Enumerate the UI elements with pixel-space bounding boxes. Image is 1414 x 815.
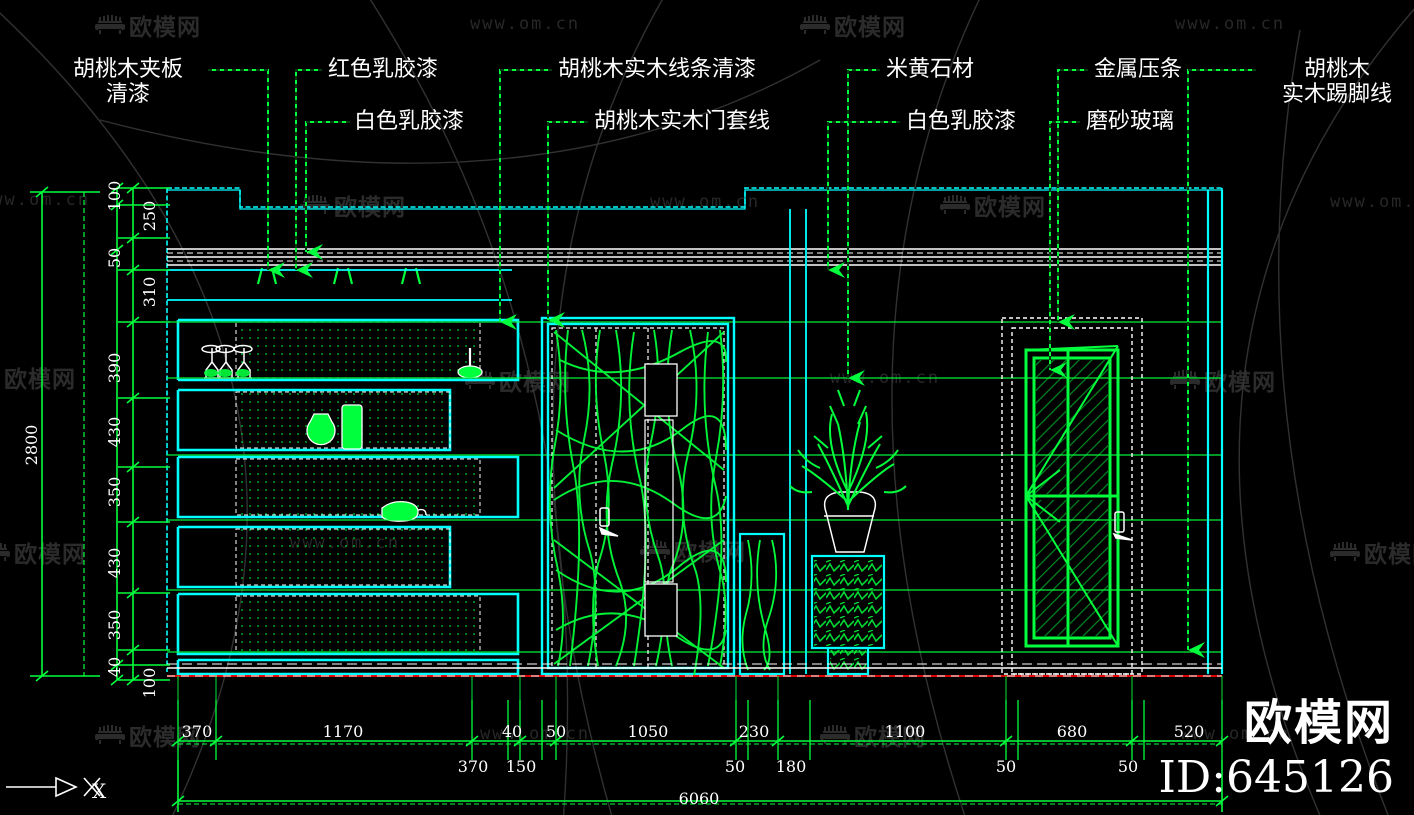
- leader-white-latex-left-inner: [305, 121, 350, 252]
- right-door-frame: [1024, 348, 1120, 648]
- decor-candle-right-shelf: [457, 348, 483, 379]
- dim-text-h-lower-4: 50: [995, 757, 1017, 776]
- x-axis-cross: [83, 777, 101, 797]
- right-wall-trim: [1206, 190, 1224, 674]
- leader-beige-stone: [847, 69, 880, 386]
- dim-text-h-upper-0: 370: [181, 722, 213, 741]
- center-panel-handle: [598, 507, 619, 537]
- annotation-leaders: [208, 69, 1256, 658]
- material-label-beige-stone: 米黄石材: [886, 57, 975, 82]
- right-door-handle: [1112, 511, 1133, 541]
- dim-text-h-upper-3: 50: [545, 722, 567, 741]
- model-id-text: ID:645126: [1158, 752, 1394, 803]
- dim-text-h-upper-6: 1100: [884, 722, 926, 741]
- left-shelving-unit: [176, 318, 520, 676]
- leader-door-casing: [547, 121, 588, 328]
- dim-text-h-upper-8: 520: [1173, 722, 1205, 741]
- dim-text-v2-0: 250: [140, 200, 159, 232]
- material-label-metal-trim-strip: 金属压条: [1094, 57, 1183, 82]
- leader-walnut-plywood: [208, 69, 285, 278]
- leader-walnut-plywood-inner: [208, 69, 269, 270]
- dim-text-v1-2: 390: [105, 352, 124, 384]
- stone-pedestal: [810, 554, 886, 676]
- dim-vertical-outer: [30, 186, 100, 682]
- leader-metal-trim-inner: [1057, 69, 1088, 322]
- material-label-white-latex-paint-left: 白色乳胶漆: [354, 109, 465, 134]
- dim-text-h-upper-2: 40: [501, 722, 523, 741]
- dim-extension-lines: [177, 676, 1223, 700]
- dim-text-h-upper-1: 1170: [322, 722, 364, 741]
- side-sliver-grain: [741, 539, 778, 671]
- dim-text-v1-0: 100: [105, 180, 124, 212]
- x-axis-arrow: [6, 776, 78, 798]
- dim-text-overall-height: 2800: [22, 424, 41, 466]
- dim-text-h-lower-2: 50: [724, 757, 746, 776]
- leader-walnut-moulding-inner: [499, 69, 552, 322]
- dim-text-h-lower-5: 50: [1117, 757, 1139, 776]
- material-label-frosted-glass: 磨砂玻璃: [1086, 109, 1175, 134]
- center-panel-side-sliver: [738, 532, 786, 676]
- dim-text-v2-1: 310: [140, 276, 159, 308]
- decor-plant: [789, 389, 907, 511]
- dim-text-h-lower-0: 370: [457, 757, 489, 776]
- leader-frosted-glass-inner: [1049, 121, 1080, 370]
- leader-red-latex-inner: [295, 69, 322, 270]
- center-panel-inlay-boxes: [644, 363, 678, 637]
- dim-text-v1-4: 350: [105, 476, 124, 508]
- material-label-walnut-solid-wood-skirting: 胡桃木实木踢脚线: [1281, 57, 1392, 107]
- dim-vertical-col2: [110, 182, 124, 686]
- decor-vases-shelf2: [306, 404, 363, 450]
- leader-beige-stone-inner: [847, 69, 880, 378]
- wall-white-paint-zone: [789, 209, 807, 674]
- dim-horizontal-total: [171, 760, 1229, 812]
- left-upper-cabinet: [167, 269, 512, 301]
- leader-skirting-inner: [1187, 69, 1256, 650]
- material-label-white-latex-paint-right: 白色乳胶漆: [906, 109, 1017, 134]
- center-panel-inlay-vertical: [644, 419, 674, 583]
- dim-text-v2-2: 100: [140, 667, 159, 699]
- site-logo: 欧模网: [1243, 695, 1394, 751]
- leader-white-latex-left: [305, 121, 350, 260]
- frosted-glass-hatch: [1036, 360, 1108, 636]
- dim-text-h-upper-7: 680: [1056, 722, 1088, 741]
- cornice-bands: [167, 248, 1222, 266]
- dim-text-h-lower-1: 150: [505, 757, 537, 776]
- right-door-swing: [1024, 345, 1119, 647]
- leader-door-casing-inner: [547, 121, 588, 320]
- dim-text-overall-width: 6060: [678, 789, 720, 808]
- dim-text-v1-3: 430: [105, 416, 124, 448]
- leader-metal-trim: [1057, 69, 1088, 330]
- leader-frosted-glass: [1049, 121, 1080, 378]
- material-label-walnut-solid-wood-moulding-clear-lacquer: 胡桃木实木线条清漆: [558, 57, 757, 82]
- dim-vertical-col1: [118, 182, 170, 686]
- material-label-red-latex-paint: 红色乳胶漆: [328, 57, 439, 82]
- material-label-walnut-solid-wood-door-casing: 胡桃木实木门套线: [594, 109, 771, 134]
- ceiling-cornice-solid: [167, 189, 1222, 210]
- dim-text-h-upper-5: 230: [738, 722, 770, 741]
- center-wood-grain-hatch: [548, 329, 727, 677]
- dim-text-v1-6: 350: [105, 609, 124, 641]
- dim-horizontal-upper: [171, 700, 1229, 760]
- dim-text-v1-1: 50: [105, 247, 124, 269]
- leader-walnut-moulding: [499, 69, 552, 330]
- dim-text-h-upper-4: 1050: [627, 722, 669, 741]
- leader-white-latex-right: [827, 121, 900, 278]
- decor-teapot-shelf3: [381, 500, 427, 522]
- decor-wine-glass-fill: [204, 369, 250, 377]
- dim-text-v1-7: 40: [105, 656, 124, 678]
- leader-white-latex-right-inner: [827, 121, 900, 270]
- leader-red-latex: [295, 69, 322, 278]
- dim-text-h-lower-3: 180: [775, 757, 807, 776]
- dim-text-v1-5: 430: [105, 547, 124, 579]
- cornice-dash: [167, 252, 1222, 262]
- shelving-backing-hatch: [236, 322, 480, 652]
- stone-pedestal-hatch: [814, 558, 882, 672]
- x-axis-label: X: [92, 779, 107, 803]
- material-label-walnut-plywood-clear-lacquer: 胡桃木夹板清漆: [72, 57, 183, 107]
